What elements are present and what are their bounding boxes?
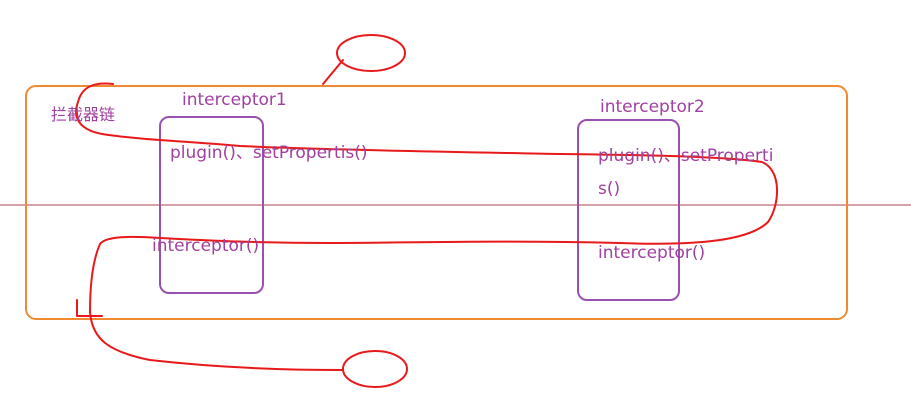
interceptor2-methods-line1: plugin()、setProperti: [598, 146, 774, 166]
interceptor1-title: interceptor1: [182, 90, 287, 110]
interceptor-chain-box: [25, 85, 848, 320]
interceptor2-call: interceptor(): [598, 243, 706, 263]
interceptor1-methods: plugin()、setPropertis(): [170, 143, 368, 163]
interceptor2-box: [577, 119, 680, 301]
interceptor2-methods-line2: s(): [598, 179, 621, 199]
top-ellipse-annotation: [336, 34, 406, 72]
call-flow-loop-annotation: [75, 82, 779, 371]
bracket-annotation: [76, 299, 103, 317]
bottom-ellipse-annotation: [342, 350, 408, 388]
interceptor1-box: [159, 116, 264, 294]
interceptor1-call: interceptor(): [152, 236, 260, 256]
interceptor2-title: interceptor2: [600, 97, 705, 117]
chain-label: 拦截器链: [51, 105, 116, 124]
top-connector-annotation: [322, 59, 344, 85]
